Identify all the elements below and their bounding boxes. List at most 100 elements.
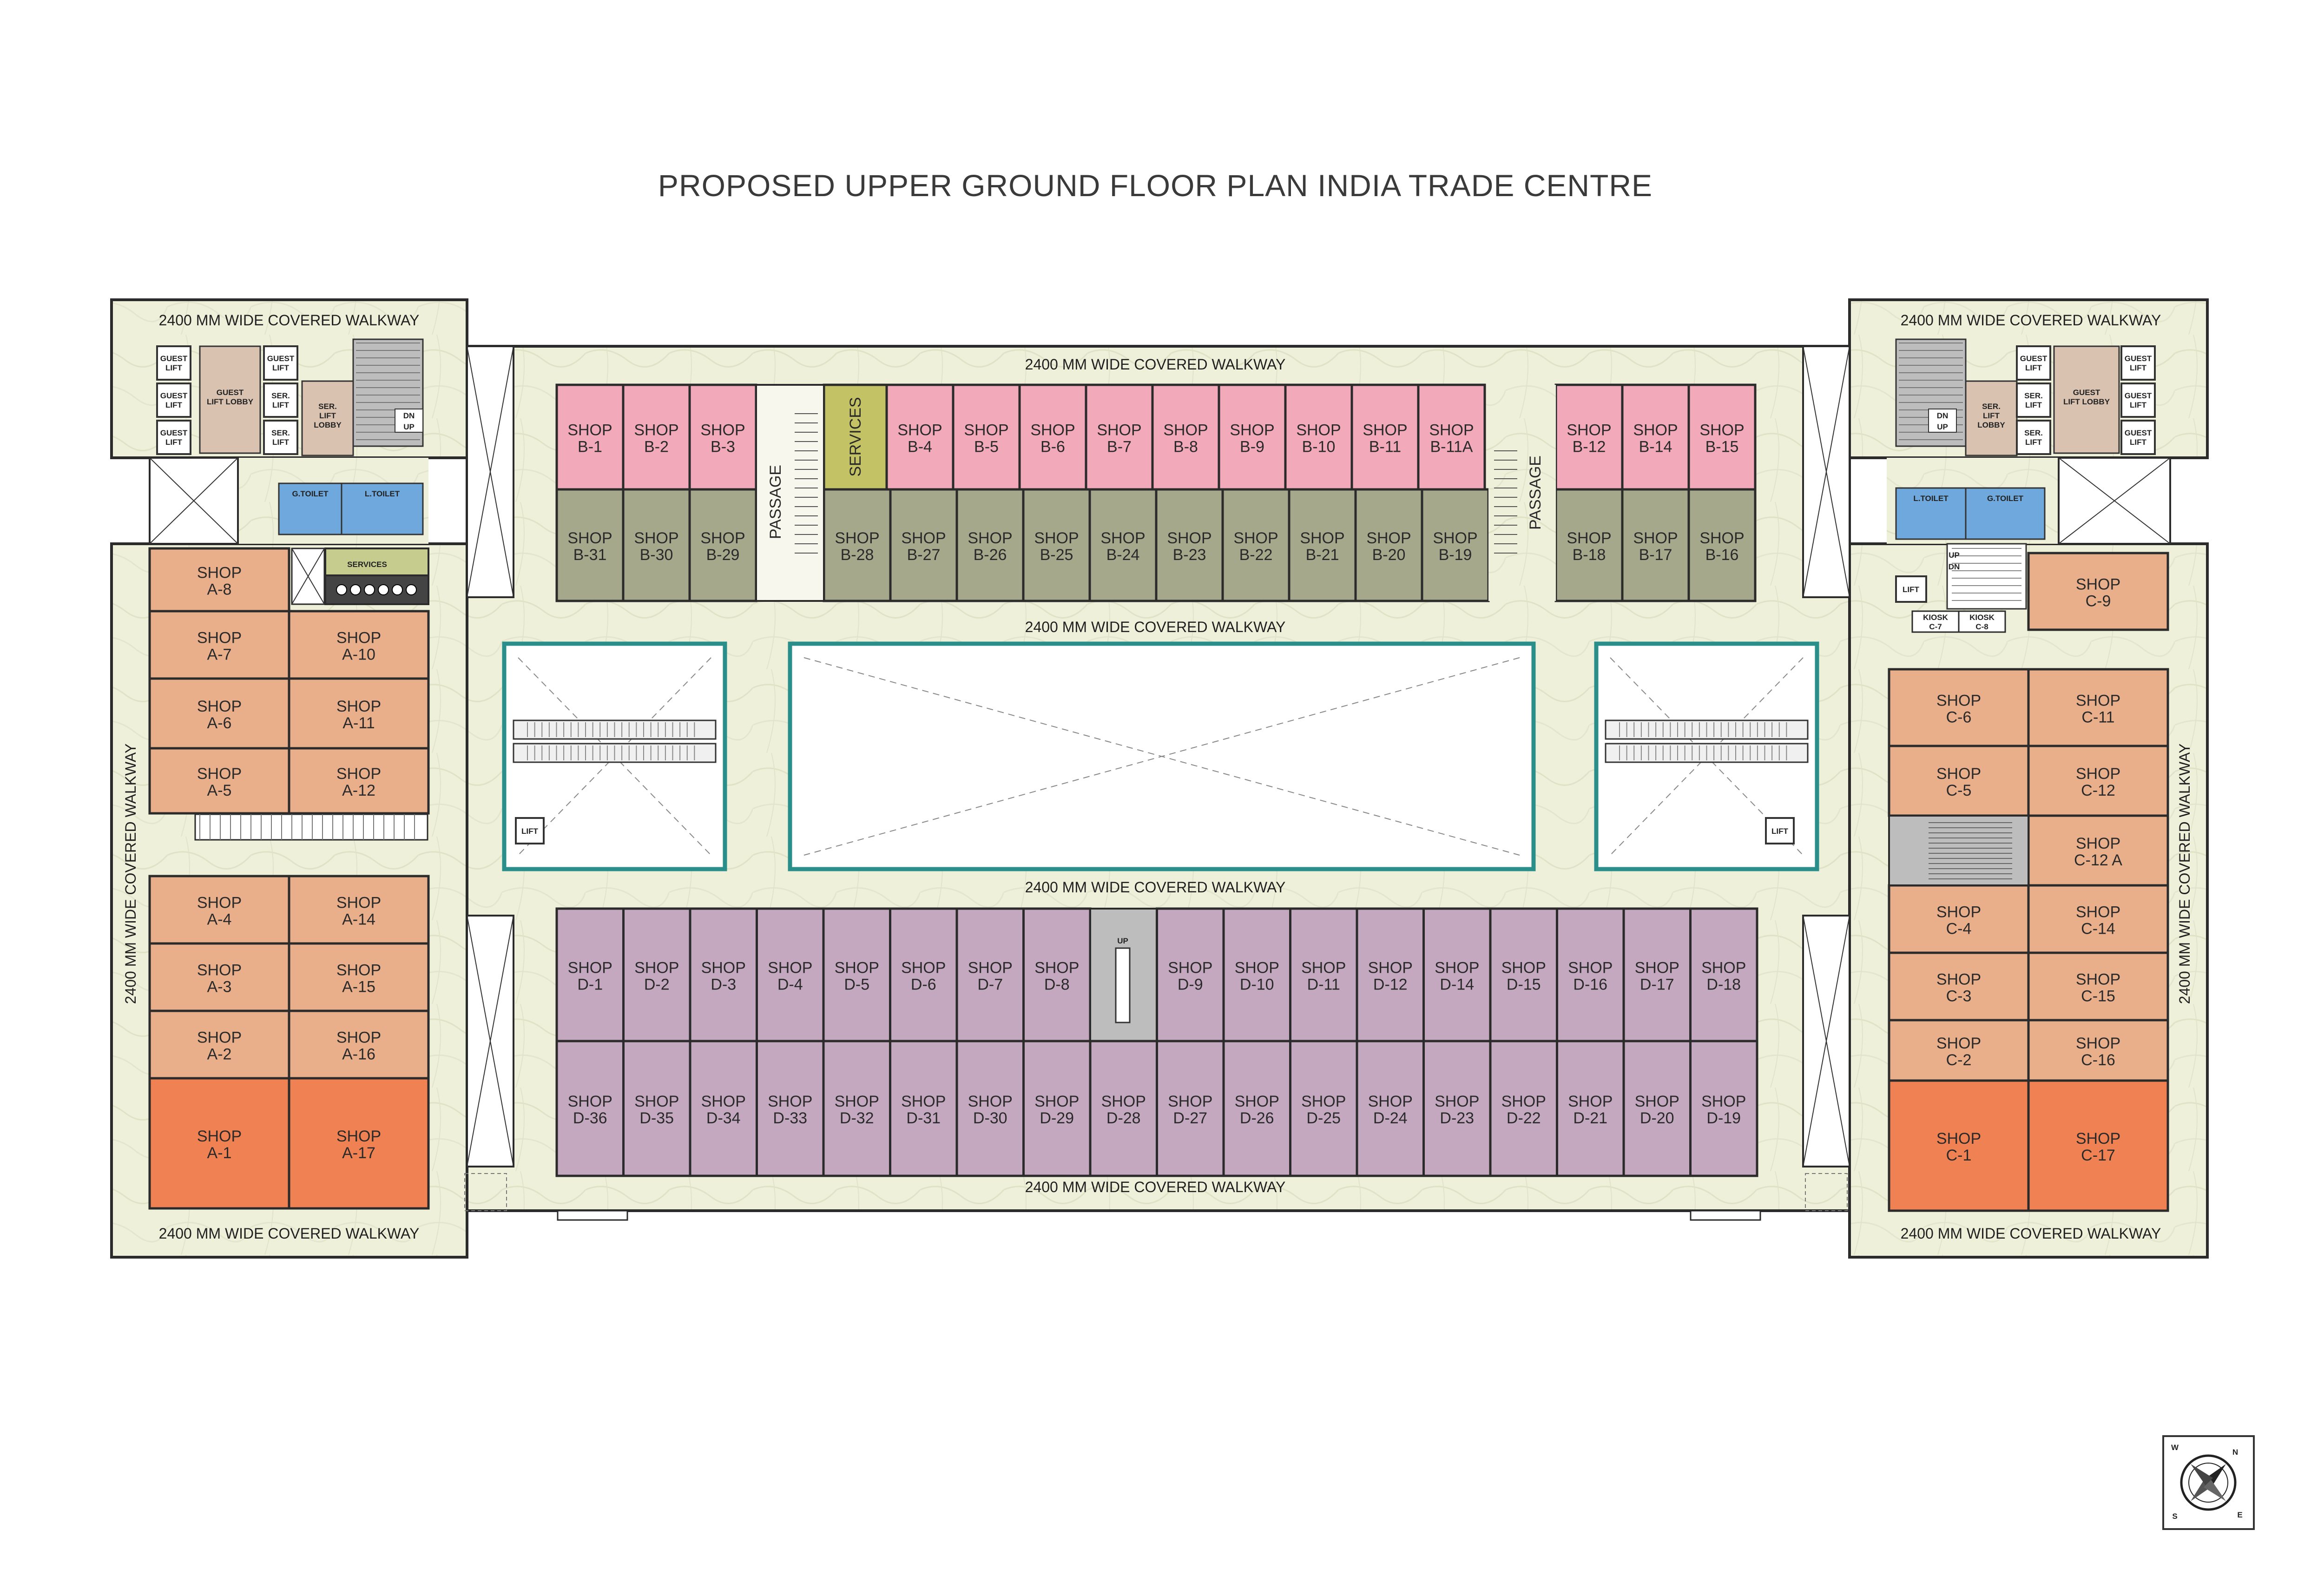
stair-c [1888,815,2029,886]
connector-right [2058,457,2171,545]
shop-d-17-area [1622,907,1692,1042]
shop-c-2-word: SHOP [1936,1035,1981,1052]
shop-a-7-word: SHOP [197,629,242,647]
shop-d-22-word: SHOP [1501,1093,1546,1110]
lift-left-b1-area [263,345,298,381]
shop-b-28-code: B-28 [841,546,874,564]
void-right: LIFT [1594,641,1819,871]
walkway-label-5: 2400 MM WIDE COVERED WALKWAY [1025,1179,1286,1195]
lift-right-a2: SER.LIFT [2016,383,2051,418]
shop-d-29-area [1022,1040,1092,1177]
shop-a-4-area [148,875,290,945]
shop-a-3-word: SHOP [197,962,242,979]
dashed-mark [1805,1173,1848,1211]
shop-b-14-area [1621,383,1690,491]
meter-icon [350,584,361,595]
shop-d-26-word: SHOP [1235,1093,1279,1110]
shop-d-25-area [1289,1040,1358,1177]
stair-c-area [1888,815,2029,886]
shop-a-3-code: A-3 [207,978,232,996]
shop-c-1-code: C-1 [1946,1147,1972,1164]
g-toilet-left-area [278,482,342,535]
meter-icon [364,584,375,595]
shop-b-27-code: B-27 [907,546,941,564]
shop-b-12-word: SHOP [1567,422,1611,439]
guest-lift-left-3-area [156,420,191,455]
shop-b-12-area [1554,383,1624,491]
shop-d-23-area [1422,1040,1492,1177]
stair-core-right-dn: DN [1937,411,1949,420]
shop-b-29-area [688,488,757,602]
guest-lift-left-3-l2: LIFT [165,438,182,447]
shop-d-12-code: D-12 [1373,976,1408,994]
shop-d-8-word: SHOP [1034,959,1079,977]
shop-b-31-code: B-31 [573,546,607,564]
entrance-step [557,1210,628,1221]
shop-d-30-code: D-30 [973,1109,1007,1127]
walkway-label-right-vertical: 2400 MM WIDE COVERED WALKWAY [2176,744,2193,1004]
shop-b-24-code: B-24 [1106,546,1140,564]
shop-d-4-word: SHOP [768,959,812,977]
lift: LIFT [515,817,545,844]
shop-d-31-area [889,1040,958,1177]
shop-a-17-area [288,1077,430,1210]
shop-d-25-code: D-25 [1306,1109,1341,1127]
lift-left-b1-l1: GUEST [267,354,295,363]
passage-right-area [1488,385,1556,601]
shop-b-20-code: B-20 [1372,546,1406,564]
ser-lobby-right-l1: SER. [1982,402,2001,411]
l-toilet-left-area [341,482,424,535]
g-toilet-left-label: G.TOILET [292,489,329,498]
shop-d-25-word: SHOP [1301,1093,1346,1110]
lift-right-a3-l2: LIFT [2025,438,2042,447]
shop-d-7-code: D-7 [977,976,1003,994]
shop-d-18-area [1689,907,1758,1042]
shop-d-23-word: SHOP [1435,1093,1479,1110]
shop-c-9-area [2027,552,2169,631]
shop-d-26-area [1222,1040,1291,1177]
shop-a-7-area [148,610,290,680]
walkway-label-6: 2400 MM WIDE COVERED WALKWAY [159,1225,420,1242]
gap-right-bottom-diag [1803,915,1850,1167]
passage-right-label: PASSAGE [1527,455,1544,530]
shop-b-12-code: B-12 [1573,438,1606,456]
shop-b-29-code: B-29 [706,546,740,564]
shop-b-9-code: B-9 [1240,438,1264,456]
shop-a-16-word: SHOP [336,1029,381,1047]
shop-d-12-word: SHOP [1368,959,1413,977]
shop-c-4-word: SHOP [1936,904,1981,921]
shop-c-12a-word: SHOP [2076,835,2120,852]
shop-b-11-area [1350,383,1420,491]
shop-a-2-code: A-2 [207,1046,232,1063]
